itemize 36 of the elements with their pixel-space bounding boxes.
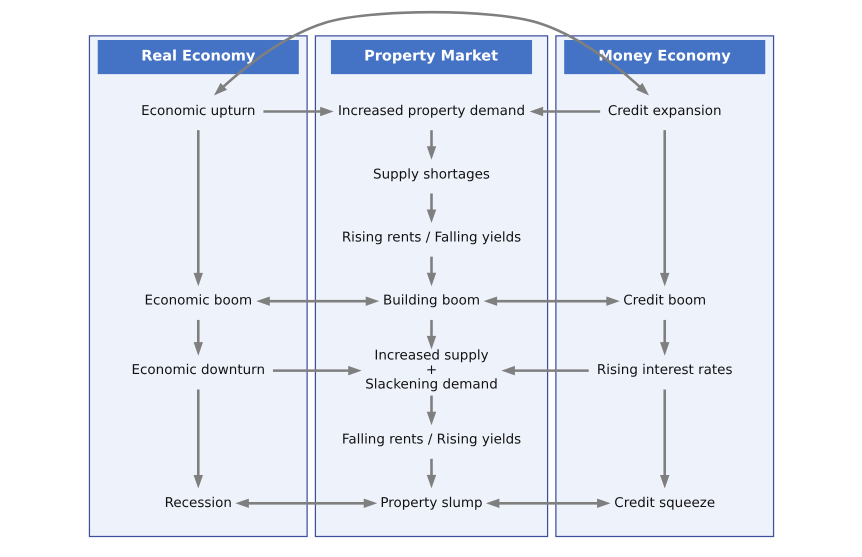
- arrow: [262, 106, 334, 116]
- node-text: Economic boom: [144, 292, 252, 309]
- arrow: [426, 320, 436, 350]
- arrow: [426, 458, 436, 488]
- arrow: [193, 320, 202, 356]
- node-text: Rising rents / Falling yields: [341, 229, 521, 246]
- node-text: Increased property demand: [337, 103, 525, 120]
- arrow: [272, 366, 362, 376]
- node-text: Falling rents / Rising yields: [341, 432, 521, 448]
- node-text: Credit squeeze: [614, 494, 715, 511]
- node-text: Increased supply + Slackening demand: [364, 348, 498, 393]
- node-text: Property slump: [380, 494, 482, 511]
- arrow: [660, 130, 669, 286]
- arrow: [485, 498, 610, 508]
- node-text: Credit expansion: [607, 103, 722, 120]
- node-text: Rising interest rates: [596, 362, 732, 378]
- arrow: [500, 366, 588, 376]
- arrow: [426, 396, 436, 426]
- arrow: [660, 320, 669, 356]
- arrow: [660, 390, 669, 489]
- arrow: [483, 296, 620, 306]
- arrow: [426, 256, 436, 286]
- arrow: [234, 498, 377, 508]
- arrow: [193, 390, 202, 489]
- node-text: Building boom: [382, 292, 480, 309]
- node-text: Credit boom: [622, 292, 706, 309]
- node-text: Recession: [164, 494, 232, 511]
- arrow: [426, 193, 436, 223]
- arrow: [213, 10, 649, 96]
- arrow: [426, 130, 436, 160]
- node-text: Economic downturn: [131, 362, 265, 378]
- arrow: [193, 130, 202, 286]
- node-text: Supply shortages: [372, 166, 490, 182]
- arrow: [256, 296, 379, 306]
- arrow: [529, 106, 600, 116]
- node-text: Economic upturn: [140, 103, 255, 120]
